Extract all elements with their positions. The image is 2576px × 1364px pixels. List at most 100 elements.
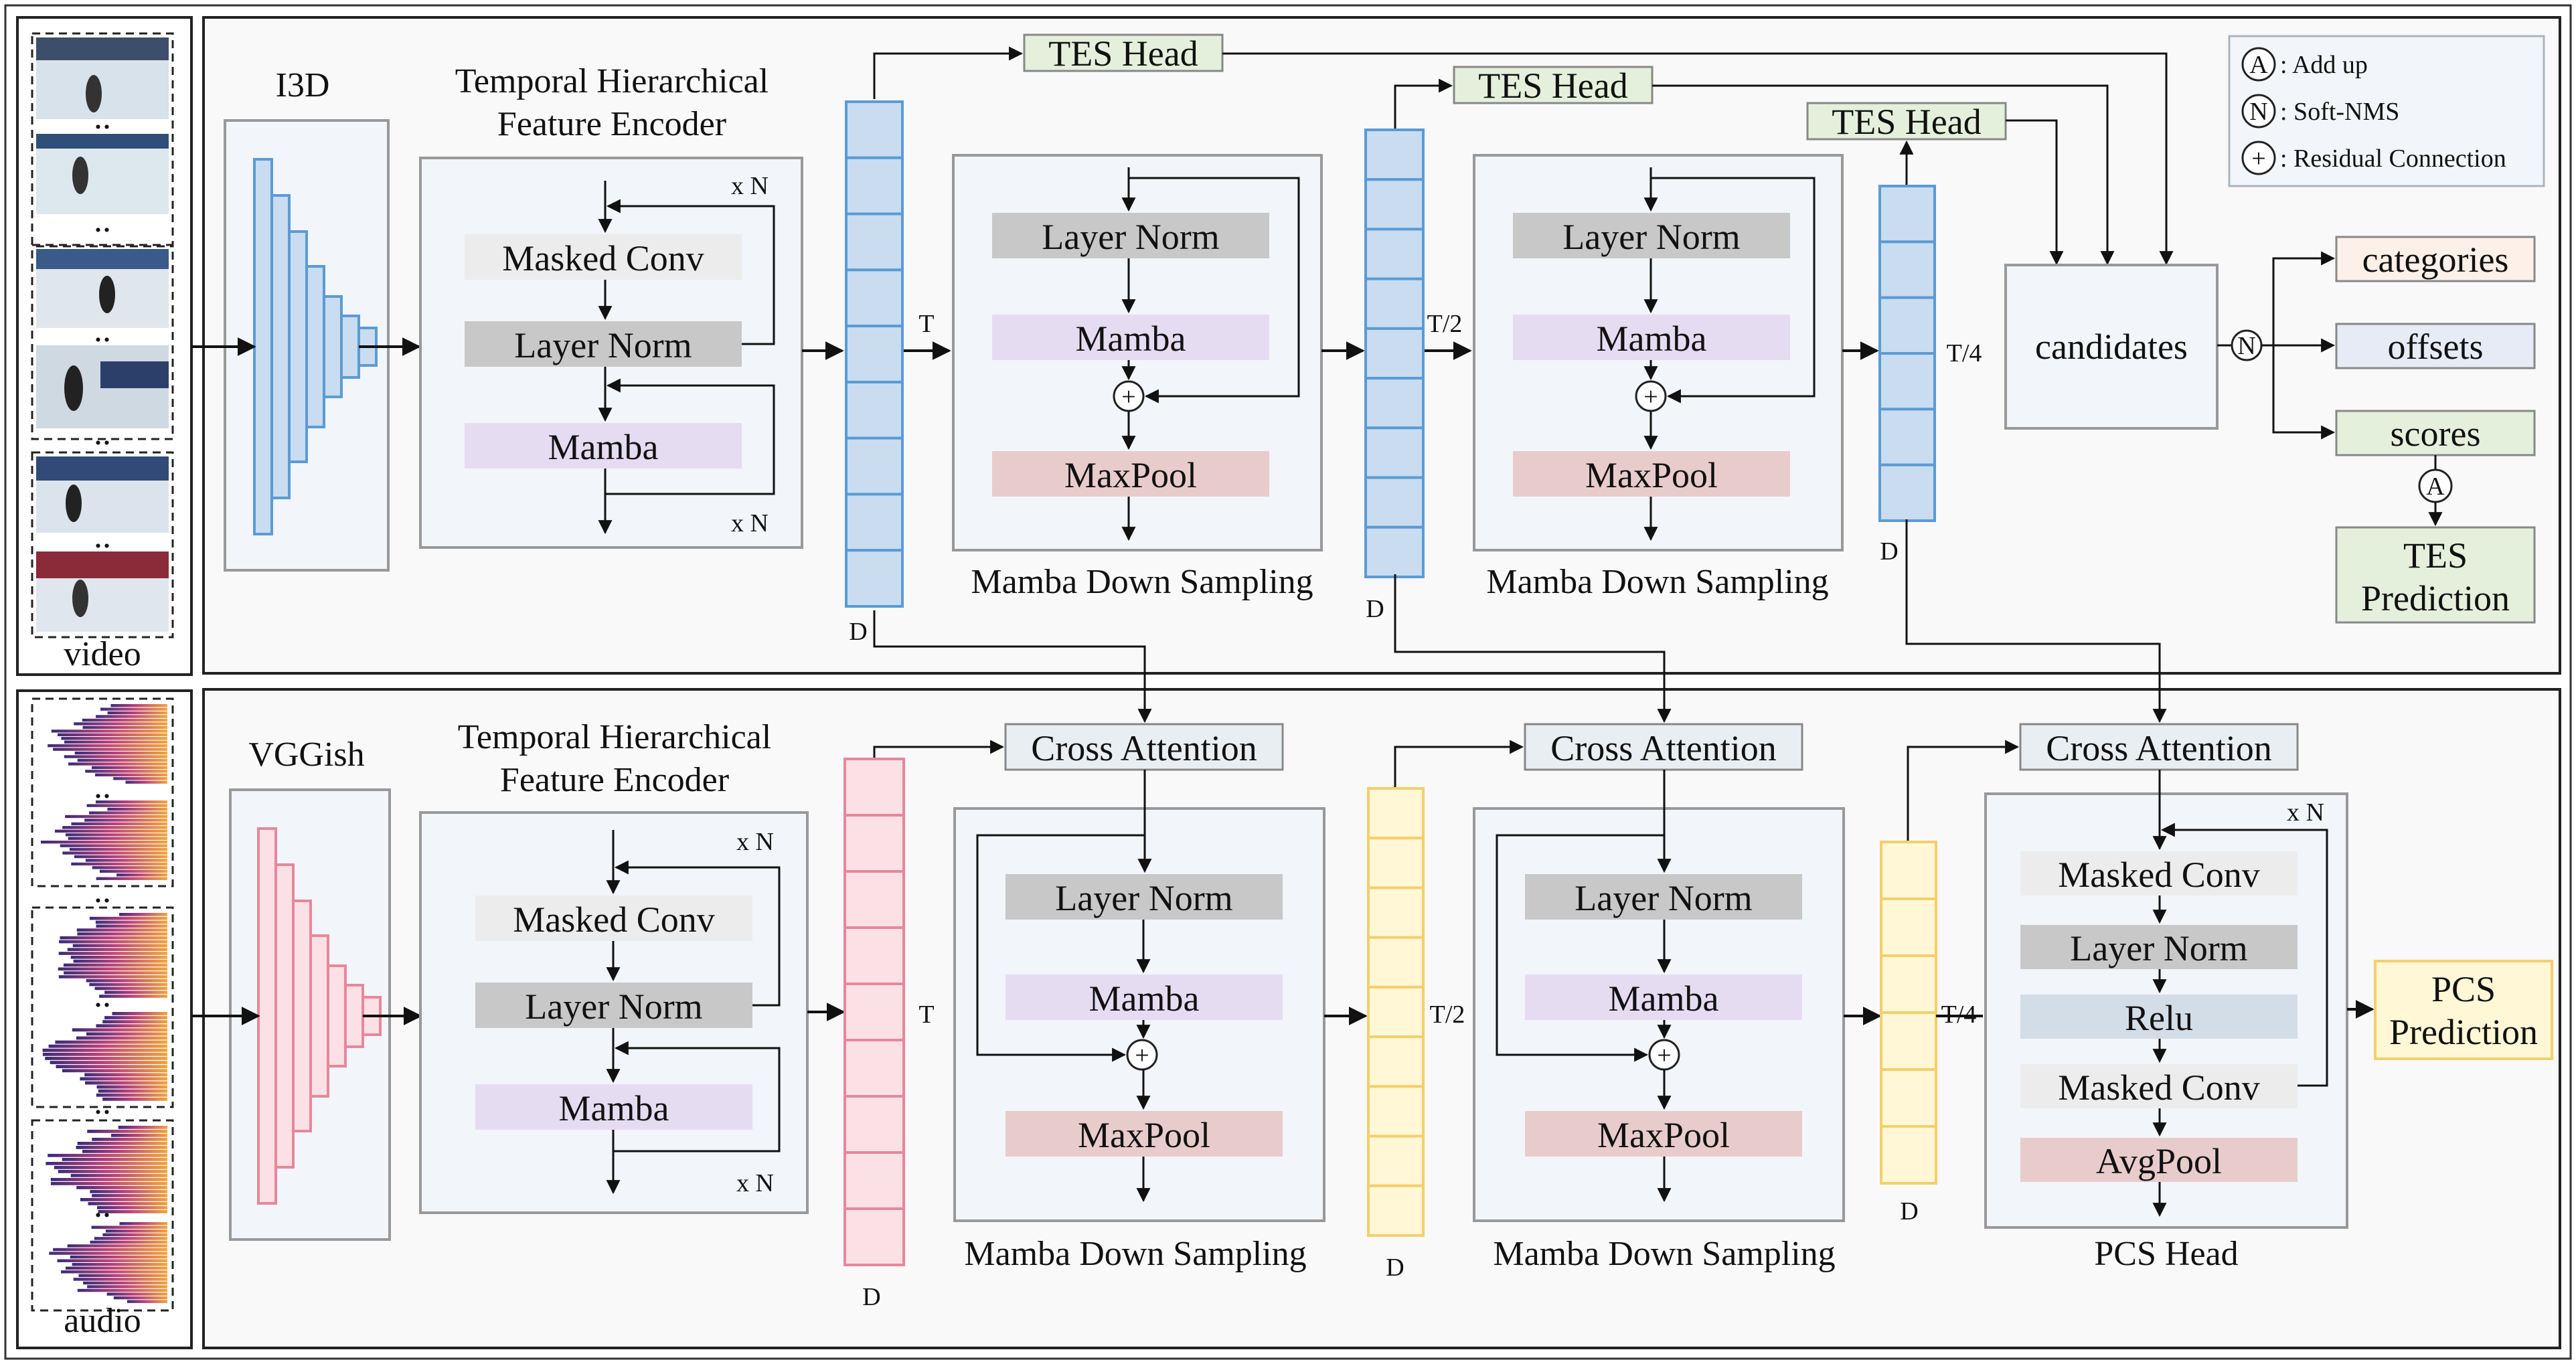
svg-text:Mamba: Mamba [1609,978,1719,1019]
video-label: video [64,635,141,673]
waveform-bar [96,800,167,804]
waveform-bar [95,920,167,924]
backbone-layer [344,984,364,1048]
audio-waveforms [40,704,168,1303]
residual-add-icon [1126,1039,1158,1071]
waveform-bar [98,1210,167,1213]
waveform-bar [49,1252,167,1255]
video-feature-stack-t4 [1878,185,1936,523]
legend-residual: : Residual Connection [2280,145,2506,173]
waveform-bar [85,859,167,862]
waveform-bar [119,1222,167,1225]
svg-text:Layer Norm: Layer Norm [514,325,692,365]
waveform-bar [58,1170,168,1173]
waveform-bar [42,1048,168,1052]
legend-add-up: : Add up [2280,51,2368,79]
dim-label: D [1900,1197,1918,1225]
output-offsets [2335,323,2536,369]
waveform-bar [70,1174,167,1177]
waveform-bar [83,1281,167,1285]
backbone-layer [327,964,347,1068]
waveform-bar [64,740,167,744]
waveform-bar [102,1097,167,1101]
waveform-bar [76,1186,167,1189]
backbone-layer [340,315,360,379]
feature-cell [1878,185,1936,244]
waveform-bar [111,1134,167,1137]
waveform-bar [94,1237,167,1240]
cross-attention-2 [1524,723,1803,771]
waveform-bar [97,1206,167,1209]
svg-text:Layer Norm: Layer Norm [1562,217,1740,257]
waveform-bar [66,1266,167,1270]
svg-text:Masked Conv: Masked Conv [502,238,704,278]
candidates-block [2004,264,2219,430]
waveform-bar [59,940,167,944]
audio-encoder-title: Feature Encoder [500,761,729,799]
waveform-bar [82,726,167,730]
waveform-bar [48,744,167,748]
backbone-layer [305,265,325,428]
waveform-bar [69,847,167,851]
waveform-bar [112,1012,167,1015]
tes-head-1 [1023,33,1224,72]
mds-title: Mamba Down Sampling [971,563,1313,601]
svg-text:Mamba: Mamba [1076,319,1186,359]
feature-cell [845,549,904,608]
svg-text:MaxPool: MaxPool [1585,455,1718,495]
mds-title: Mamba Down Sampling [1493,1235,1835,1273]
feature-cell [1367,787,1425,840]
dim-label: D [1386,1254,1404,1282]
waveform-bar [62,826,167,829]
waveform-bar [104,991,167,995]
feature-cell [1367,1134,1425,1187]
audio-enc-layer-norm [475,983,752,1028]
feature-cell [1367,1085,1425,1138]
audio-enc-masked-conv [475,896,752,941]
cross-attention-1 [1004,723,1284,771]
waveform-bar [62,1069,167,1073]
svg-text:Cross Attention: Cross Attention [1550,728,1777,768]
waveform-bar [76,1036,167,1040]
waveform-bar [40,841,167,844]
mds-maxpool [1525,1111,1802,1157]
waveform-bar [80,1198,168,1201]
i3d-stack [253,158,378,535]
video-dots: .. [94,311,111,349]
waveform-bar [104,1016,167,1019]
svg-text:Mamba: Mamba [548,427,659,467]
waveform-bar [42,1052,167,1056]
backbone-layer [253,158,273,535]
feature-cell [843,1039,905,1098]
dim-label: T/2 [1430,1001,1465,1029]
pcs-masked-conv-2 [2020,1064,2298,1108]
waveform-bar [99,995,167,998]
audio-clip-1 [31,697,174,887]
feature-cell [843,870,905,929]
waveform-bar [48,1044,167,1048]
mds-title: Mamba Down Sampling [1486,563,1828,601]
svg-text:TES Head: TES Head [1832,102,1981,142]
mds-title: Mamba Down Sampling [964,1235,1306,1273]
waveform-bar [90,1190,167,1193]
dim-label: T [918,310,934,338]
dim-label: T/2 [1427,310,1463,338]
svg-text:Masked Conv: Masked Conv [2058,855,2259,895]
waveform-bar [50,1061,168,1064]
waveform-bar [67,1244,167,1248]
feature-cell [1367,1184,1425,1238]
waveform-bar [65,815,168,819]
pcs-avgpool [2020,1138,2298,1182]
svg-text:TES Head: TES Head [1478,66,1627,106]
waveform-bar [86,1032,167,1036]
waveform-bar [61,737,167,740]
audio-feature-stack-t2 [1367,787,1425,1238]
backbone-layer [292,900,312,1132]
legend-soft-nms: : Soft-NMS [2280,98,2399,126]
feature-cell [843,926,905,985]
svg-text:Layer Norm: Layer Norm [2070,928,2247,968]
waveform-bar [96,1093,167,1097]
waveform-bar [96,877,167,880]
mds-layer-norm [1525,874,1802,920]
feature-cell [1880,1125,1937,1185]
